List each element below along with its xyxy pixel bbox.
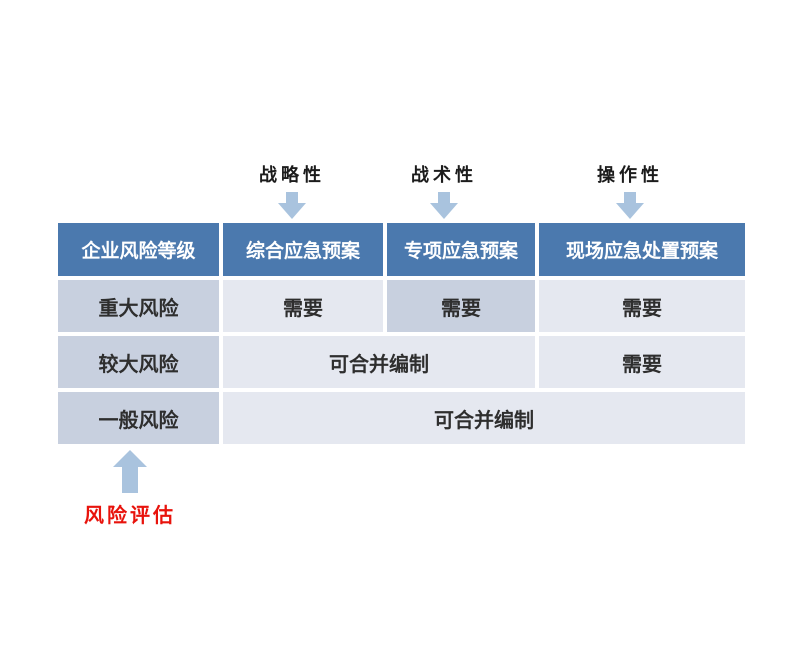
annotation-tactical: 战术性 [374, 161, 514, 219]
cell-major-special: 需要 [387, 280, 535, 332]
cell-larger-merged: 可合并编制 [223, 336, 535, 388]
annotation-operational-label: 操作性 [597, 165, 663, 186]
down-arrow-icon [278, 192, 306, 219]
down-arrow-icon [430, 192, 458, 219]
annotation-tactical-label: 战术性 [411, 165, 477, 186]
row-major-risk-label: 重大风险 [58, 280, 219, 332]
annotation-strategic-label: 战略性 [259, 165, 325, 186]
row-general-risk-label: 一般风险 [58, 392, 219, 444]
risk-assessment-label: 风险评估 [84, 503, 176, 527]
down-arrow-icon [616, 192, 644, 219]
cell-larger-onsite: 需要 [539, 336, 745, 388]
header-comprehensive-plan: 综合应急预案 [223, 223, 383, 276]
annotation-operational: 操作性 [560, 161, 700, 219]
cell-major-onsite: 需要 [539, 280, 745, 332]
header-risk-level: 企业风险等级 [58, 223, 219, 276]
annotation-strategic: 战略性 [222, 161, 362, 219]
risk-assessment-annotation: 风险评估 [60, 450, 200, 528]
header-special-plan: 专项应急预案 [387, 223, 535, 276]
cell-major-comprehensive: 需要 [223, 280, 383, 332]
header-onsite-plan: 现场应急处置预案 [539, 223, 745, 276]
risk-table: 企业风险等级 综合应急预案 专项应急预案 现场应急处置预案 重大风险 需要 需要… [58, 223, 745, 444]
cell-general-merged: 可合并编制 [223, 392, 745, 444]
row-larger-risk-label: 较大风险 [58, 336, 219, 388]
up-arrow-icon [113, 450, 147, 493]
